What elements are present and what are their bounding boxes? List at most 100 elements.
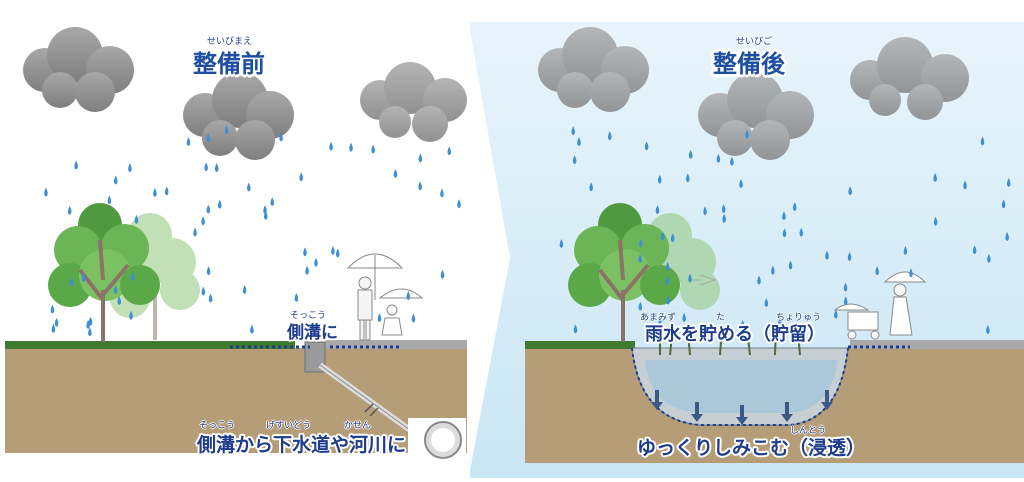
raindrop <box>843 296 848 306</box>
raindrop <box>682 313 686 323</box>
destination-label: 側溝から下水道や河川に <box>197 434 407 456</box>
raindrop <box>740 320 745 330</box>
raindrop <box>644 141 649 151</box>
raindrop <box>349 142 353 152</box>
raindrop <box>447 146 451 156</box>
raindrop <box>658 317 662 327</box>
raindrop <box>418 181 422 191</box>
raindrop <box>573 324 578 334</box>
side-ditch-label: 側溝に <box>287 323 338 343</box>
raindrop <box>247 182 251 192</box>
raindrop <box>655 205 660 215</box>
raindrop <box>782 211 786 221</box>
raindrop <box>825 250 829 260</box>
raindrop <box>440 269 445 279</box>
raindrop <box>608 131 612 141</box>
raindrop <box>657 174 662 184</box>
raindrop <box>303 247 307 257</box>
raindrop <box>107 195 112 205</box>
infiltration-ruby: しんとう <box>790 426 827 436</box>
storage-ruby-amamizu: あまみず <box>640 313 677 323</box>
after-cloud-middle <box>698 72 814 160</box>
raindrop <box>963 180 967 190</box>
raindrop <box>54 317 59 327</box>
raindrop <box>74 160 78 170</box>
raindrop <box>559 238 564 248</box>
raindrop <box>703 206 707 216</box>
raindrop <box>589 182 593 192</box>
raindrop <box>193 227 197 237</box>
raindrop <box>987 253 991 263</box>
before-grass <box>5 341 295 349</box>
raindrop <box>1005 231 1009 241</box>
after-grass <box>525 341 635 349</box>
raindrop <box>909 268 913 278</box>
after-cloud-left <box>538 27 649 112</box>
raindrop <box>572 155 577 165</box>
raindrop <box>88 316 93 326</box>
raindrop <box>418 153 423 163</box>
raindrop <box>411 313 416 323</box>
raindrop <box>67 205 72 215</box>
raindrop <box>757 275 761 285</box>
raindrop <box>201 216 205 226</box>
storage-label: 雨水を貯める（貯留） <box>645 324 825 345</box>
raindrop <box>799 227 803 237</box>
raindrop <box>130 271 135 281</box>
raindrop <box>305 265 309 275</box>
raindrop <box>206 266 211 276</box>
after-cloud-right <box>850 37 969 120</box>
raindrop <box>665 262 670 272</box>
raindrop <box>457 199 461 209</box>
raindrop <box>1001 199 1006 209</box>
raindrop <box>206 133 210 143</box>
raindrop <box>670 233 675 243</box>
raindrop <box>314 257 318 267</box>
raindrop <box>721 204 726 214</box>
before-soil <box>5 348 467 453</box>
raindrop <box>847 252 852 262</box>
raindrop <box>848 186 852 196</box>
rain-garden-basin <box>631 324 849 426</box>
raindrop <box>129 310 133 320</box>
after-title: 整備後 <box>713 50 785 78</box>
infiltration-arrows <box>651 390 833 425</box>
raindrop <box>980 136 985 146</box>
raindrop <box>214 163 219 173</box>
raindrop <box>730 156 734 166</box>
raindrop <box>371 144 375 154</box>
before-cloud-middle <box>183 72 294 160</box>
raindrop <box>186 137 191 147</box>
raindrop <box>440 188 444 198</box>
side-ditch-ruby: そっこう <box>290 311 327 321</box>
raindrop <box>638 238 643 248</box>
raindrop <box>208 293 213 303</box>
raindrop <box>660 231 665 241</box>
before-tree <box>48 203 160 342</box>
raindrop <box>638 301 643 311</box>
raindrop <box>206 204 211 214</box>
raindrop <box>665 276 669 286</box>
raindrop <box>688 273 692 283</box>
infiltration-label: ゆっくりしみこむ（浸透） <box>637 437 866 459</box>
raindrop <box>843 282 848 292</box>
raindrop <box>270 197 274 207</box>
raindrop <box>739 179 743 189</box>
raindrop <box>986 325 990 335</box>
raindrop <box>638 254 642 264</box>
raindrop <box>666 328 670 338</box>
raindrop <box>788 260 793 270</box>
raindrop <box>69 277 74 287</box>
raindrop <box>263 210 268 220</box>
raindrop <box>722 213 726 223</box>
before-cloud-right <box>360 62 467 142</box>
raindrop <box>571 126 575 136</box>
after-rain <box>559 126 1011 338</box>
before-sidewalk <box>325 340 467 349</box>
raindrop <box>153 188 157 198</box>
raindrop <box>903 245 908 255</box>
raindrop <box>250 324 254 334</box>
raindrop <box>393 168 398 178</box>
after-title-ruby: せいびご <box>736 37 773 47</box>
